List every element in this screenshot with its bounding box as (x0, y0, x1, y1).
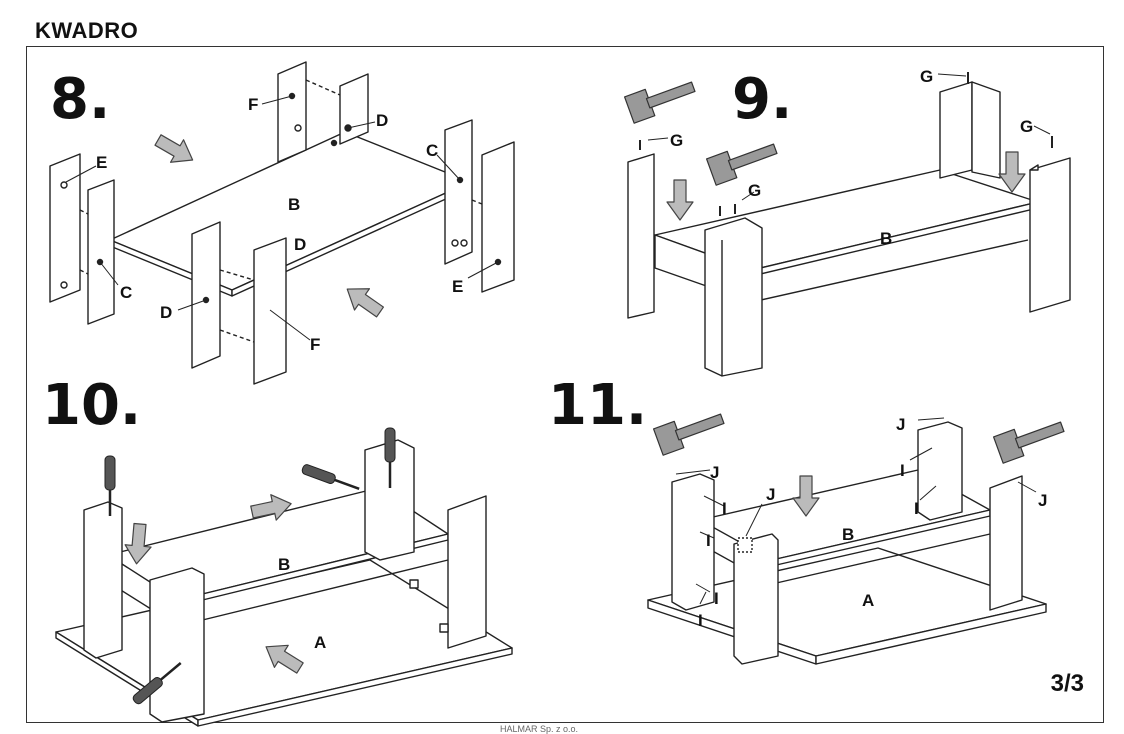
label-e-1: E (96, 153, 107, 172)
step-10-labels: B A (278, 555, 326, 652)
label-e-2: E (452, 277, 463, 296)
label-i-4: I (914, 499, 919, 518)
step-8-drawing (49, 61, 515, 385)
step-8-labels: F D E C B D C D F E (96, 95, 463, 354)
panel-back-9 (939, 81, 973, 179)
label-a-11: A (862, 591, 874, 610)
label-g-2: G (748, 181, 761, 200)
panel-c-left (87, 179, 115, 325)
panel-f-front (253, 237, 287, 385)
label-b-8: B (288, 195, 300, 214)
panel-e-left (49, 153, 81, 303)
step-11-drawing (647, 404, 1068, 665)
step-9-number: 9. (732, 67, 793, 132)
label-g-3: G (920, 67, 933, 86)
panel-c-right (444, 119, 473, 265)
label-g-4: G (1020, 117, 1033, 136)
label-i-5: I (714, 589, 719, 608)
panel-front-11 (733, 533, 779, 665)
step-9-labels: G G G G B (670, 67, 1033, 248)
page-number: 3/3 (1050, 670, 1084, 697)
panel-right-10 (447, 495, 487, 649)
label-f-2: F (310, 335, 320, 354)
step-11-number: 11. (548, 373, 648, 438)
document-title: KWADRO (35, 18, 139, 43)
label-b-11: B (842, 525, 854, 544)
panel-right-11 (989, 475, 1023, 611)
panel-front-10 (149, 567, 205, 723)
panel-back-10 (364, 439, 415, 561)
label-c-1: C (426, 141, 438, 160)
step-9-drawing (623, 72, 1071, 377)
label-i-6: I (698, 611, 703, 630)
step-8-number: 8. (50, 67, 111, 132)
panel-f-back (277, 61, 307, 163)
footer-text: HALMAR Sp. z o.o. (500, 724, 579, 734)
label-i-3: I (900, 461, 905, 480)
instruction-frame (26, 46, 1104, 723)
label-j-3: J (766, 485, 775, 504)
label-b-10: B (278, 555, 290, 574)
step-11-labels: J J I J I J I B I I A I (698, 415, 1047, 630)
label-b-9: B (880, 229, 892, 248)
label-a-10: A (314, 633, 326, 652)
label-i-1: I (722, 499, 727, 518)
label-j-1: J (710, 463, 719, 482)
panel-left-11 (671, 473, 715, 611)
label-d-2: D (294, 235, 306, 254)
label-j-2: J (896, 415, 905, 434)
panel-e-right (481, 141, 515, 293)
label-i-2: I (706, 531, 711, 550)
panel-back-11 (917, 421, 963, 521)
panel-right-9 (1029, 157, 1071, 313)
label-c-2: C (120, 283, 132, 302)
label-g-1: G (670, 131, 683, 150)
label-j-4: J (1038, 491, 1047, 510)
panel-d-front (191, 221, 221, 369)
step-10-number: 10. (42, 373, 142, 438)
panel-left-10 (83, 501, 123, 659)
label-d-1: D (376, 111, 388, 130)
board-a-10 (55, 559, 513, 721)
panel-d-back (339, 73, 369, 145)
step-10-drawing (55, 426, 513, 727)
panel-front-9 (704, 217, 763, 377)
label-f-1: F (248, 95, 258, 114)
label-d-3: D (160, 303, 172, 322)
panel-left-9 (627, 153, 655, 319)
